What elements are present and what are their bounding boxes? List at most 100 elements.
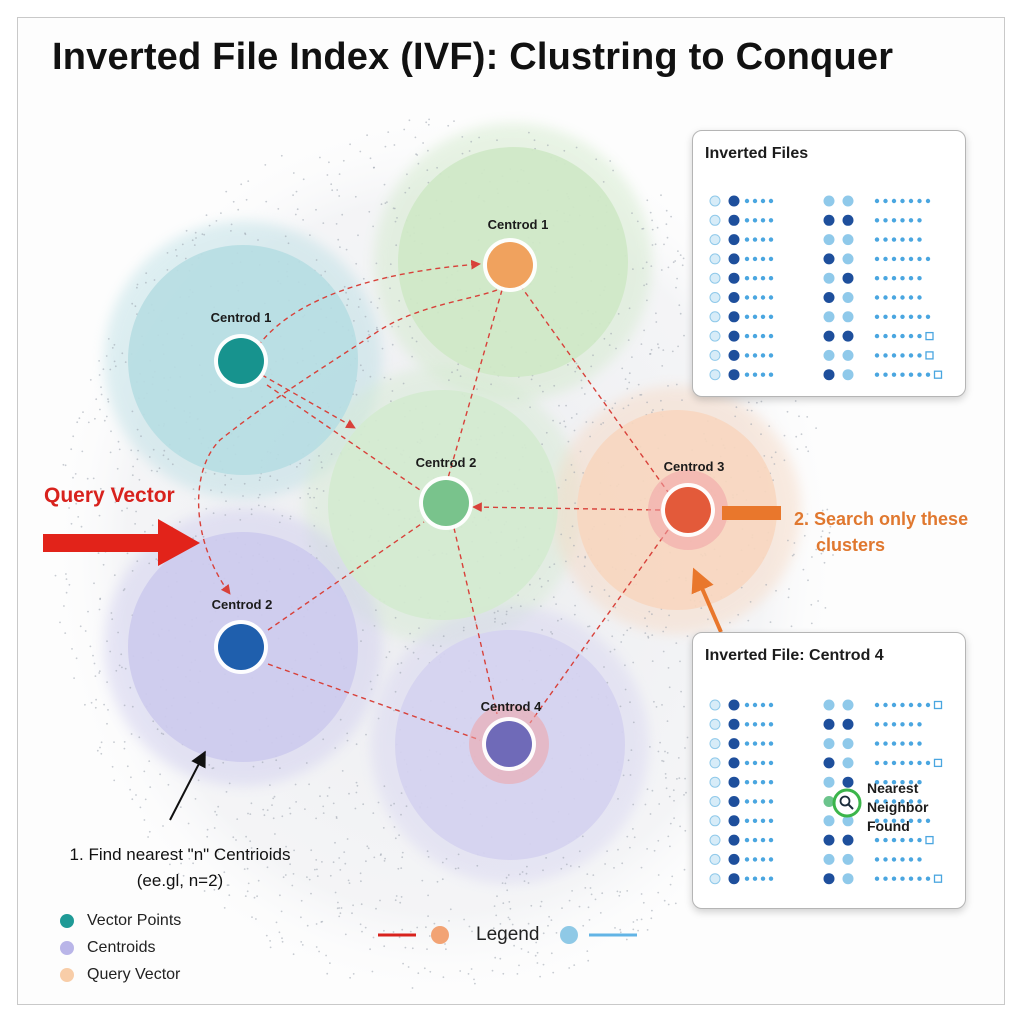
vector-point bbox=[394, 616, 397, 619]
vector-point bbox=[143, 819, 146, 821]
vector-point bbox=[428, 935, 431, 937]
vector-point bbox=[94, 675, 97, 677]
vector-point bbox=[79, 625, 82, 628]
vector-point bbox=[236, 818, 239, 820]
vector-point bbox=[783, 459, 786, 462]
index-row bbox=[709, 330, 934, 342]
index-row bbox=[709, 815, 931, 827]
vector-point bbox=[308, 783, 310, 786]
vector-point bbox=[98, 608, 101, 611]
vector-point bbox=[658, 803, 661, 805]
vector-point bbox=[389, 287, 391, 290]
vector-point bbox=[468, 150, 471, 152]
vector-point bbox=[607, 619, 610, 622]
posting-icon bbox=[823, 834, 835, 846]
list-end-icon bbox=[925, 835, 934, 845]
vector-point bbox=[365, 860, 367, 863]
vector-point bbox=[675, 642, 678, 644]
vector-point bbox=[805, 446, 807, 448]
vector-point bbox=[675, 286, 677, 289]
vector-point bbox=[166, 269, 169, 271]
vector-point bbox=[772, 479, 774, 482]
vector-point bbox=[244, 232, 246, 235]
list-entry-icon bbox=[883, 276, 888, 281]
vector-point bbox=[366, 134, 368, 137]
posting-icon bbox=[823, 699, 835, 711]
list-slot-icon bbox=[709, 234, 721, 246]
posting-icon bbox=[842, 718, 854, 730]
list-entry-icon bbox=[925, 256, 931, 262]
vector-point bbox=[175, 249, 177, 251]
vector-point bbox=[679, 254, 682, 256]
vector-point bbox=[341, 213, 344, 216]
vector-point bbox=[145, 281, 147, 284]
list-entry-icon bbox=[883, 218, 888, 223]
vector-point bbox=[427, 181, 430, 184]
list-entry-icon bbox=[917, 276, 922, 281]
vector-point bbox=[65, 591, 68, 594]
vector-point bbox=[533, 598, 536, 601]
vector-point bbox=[318, 950, 320, 953]
vector-point bbox=[394, 899, 397, 902]
list-entry-icon bbox=[925, 314, 931, 319]
vector-point bbox=[318, 455, 320, 457]
vector-point bbox=[100, 393, 103, 396]
vector-point bbox=[103, 703, 105, 706]
vector-point bbox=[315, 946, 318, 948]
vector-point bbox=[619, 931, 622, 934]
vector-point bbox=[132, 465, 135, 468]
index-row bbox=[709, 272, 922, 284]
vector-point bbox=[579, 450, 582, 453]
vector-point bbox=[667, 903, 670, 906]
vector-point bbox=[284, 235, 287, 238]
vector-point bbox=[572, 581, 574, 584]
index-row bbox=[709, 757, 943, 769]
vector-point bbox=[230, 478, 233, 480]
list-entry-icon bbox=[883, 799, 888, 804]
list-entry-icon bbox=[925, 818, 931, 823]
list-entry-icon bbox=[883, 780, 888, 785]
vector-point bbox=[372, 812, 375, 814]
vector-point bbox=[624, 688, 627, 691]
vector-point bbox=[411, 337, 414, 339]
vector-point bbox=[582, 472, 584, 474]
list-entry-icon bbox=[760, 218, 766, 223]
vector-point bbox=[250, 508, 253, 511]
vector-point bbox=[491, 969, 494, 972]
vector-point bbox=[681, 264, 684, 267]
list-entry-icon bbox=[768, 372, 774, 377]
vector-point bbox=[457, 867, 460, 869]
vector-point bbox=[397, 867, 400, 870]
list-entry-icon bbox=[760, 818, 766, 823]
vector-point bbox=[448, 379, 450, 382]
vector-point bbox=[194, 535, 197, 537]
vector-point bbox=[175, 255, 178, 257]
vector-point bbox=[608, 344, 611, 346]
vector-point bbox=[665, 223, 668, 226]
inverted-files-title: Inverted Files bbox=[705, 145, 809, 162]
vector-point bbox=[346, 732, 349, 735]
vector-point bbox=[791, 554, 794, 557]
centroid-marker bbox=[486, 721, 532, 767]
vector-point bbox=[380, 853, 382, 856]
vector-point bbox=[179, 521, 181, 523]
connection-paths bbox=[198, 259, 669, 741]
vector-point bbox=[195, 237, 197, 239]
vector-point bbox=[336, 907, 339, 910]
vector-point bbox=[820, 535, 823, 538]
vector-point bbox=[631, 356, 633, 358]
vector-point bbox=[683, 334, 685, 337]
list-entry-icon bbox=[908, 372, 914, 377]
list-entry-icon bbox=[768, 256, 774, 262]
vector-point bbox=[650, 265, 653, 267]
vector-point bbox=[292, 194, 294, 197]
vector-point bbox=[672, 261, 675, 264]
list-entry-icon bbox=[925, 702, 931, 708]
vector-point bbox=[574, 370, 577, 373]
vector-point bbox=[167, 458, 170, 460]
vector-point bbox=[315, 259, 318, 261]
vector-point bbox=[159, 773, 162, 776]
vector-point bbox=[293, 849, 295, 852]
vector-point bbox=[821, 530, 824, 532]
vector-point bbox=[550, 631, 552, 633]
